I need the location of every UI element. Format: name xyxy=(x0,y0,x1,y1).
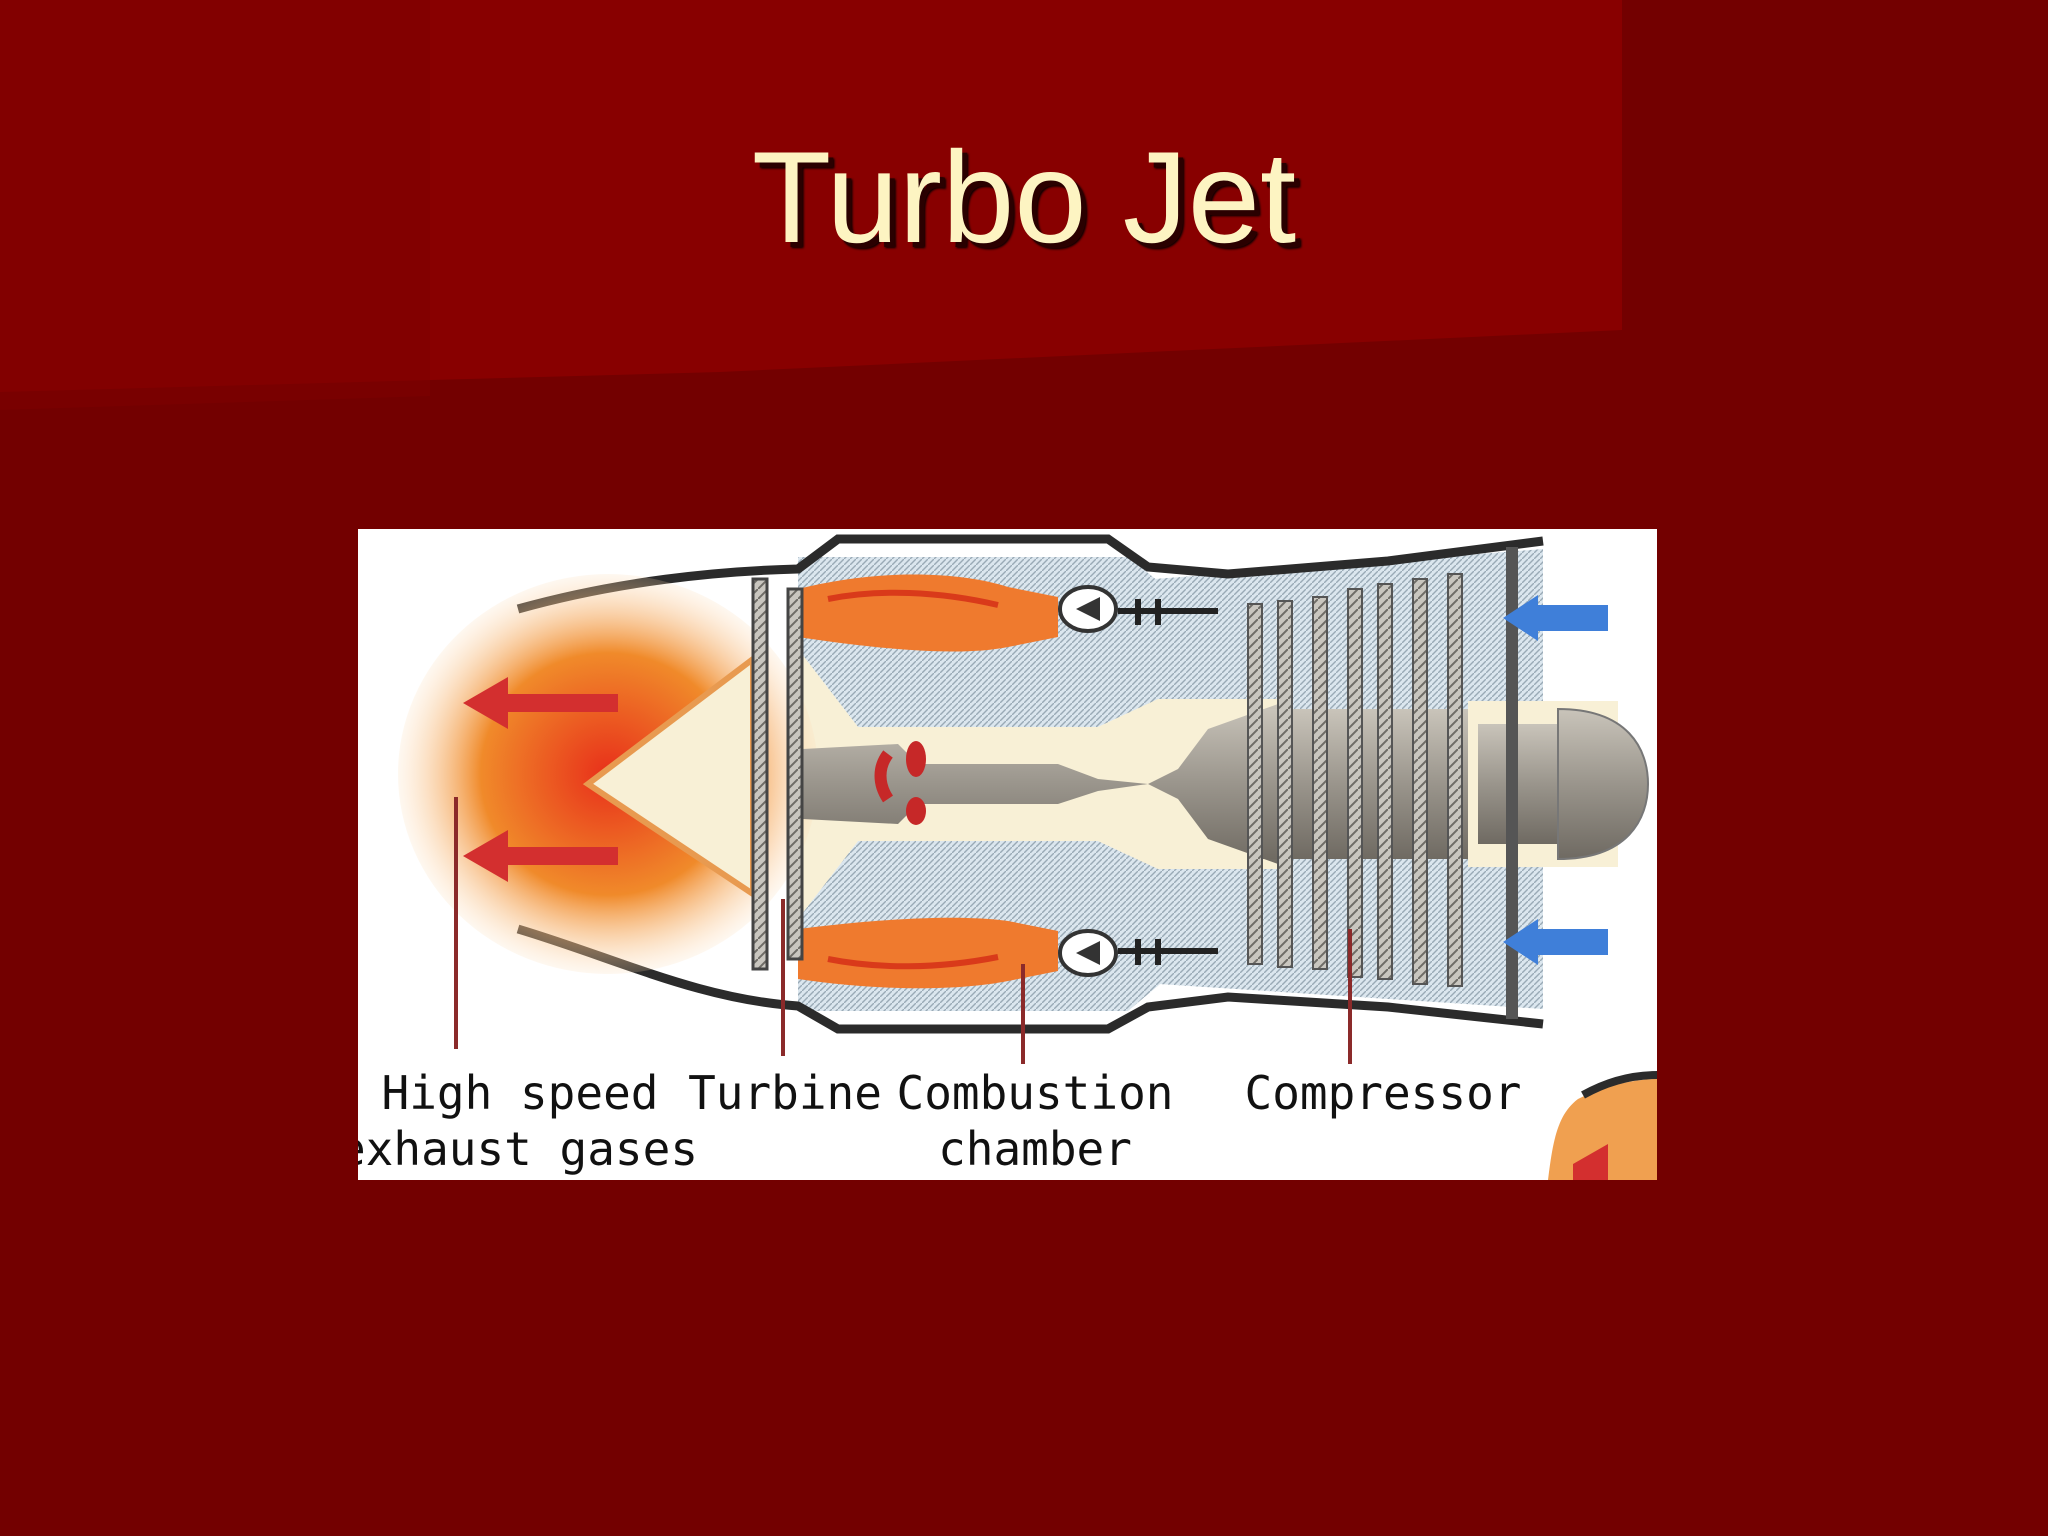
partial-engine-edge xyxy=(1548,1079,1657,1180)
exhaust-arrow-top xyxy=(463,677,618,729)
exhaust-cone xyxy=(588,659,753,894)
compressor-blades xyxy=(1247,573,1463,987)
exhaust-arrow-bottom xyxy=(463,830,618,882)
turbojet-diagram: High speed exhaust gases Turbine Combust… xyxy=(358,529,1657,1180)
compressor-intake-frame xyxy=(1506,547,1518,1019)
label-turbine: Turbine xyxy=(688,1066,882,1120)
label-exhaust-line2: exhaust gases xyxy=(358,1122,698,1176)
label-combustion-line1: Combustion xyxy=(897,1066,1174,1120)
fuel-nozzle-top xyxy=(1058,585,1218,633)
turbine-blades xyxy=(751,577,804,971)
fuel-nozzle-bottom xyxy=(1058,929,1218,977)
turbine-shaft xyxy=(803,704,1278,864)
label-combustion-line2: chamber xyxy=(938,1122,1132,1176)
nose-cone xyxy=(1557,707,1650,861)
intake-arrow-bottom xyxy=(1503,919,1608,965)
combustion-flame-bottom xyxy=(798,917,1058,989)
intake-arrow-top xyxy=(1503,595,1608,641)
label-exhaust-line1: High speed xyxy=(382,1066,659,1120)
slide-title: Turbo Jet xyxy=(751,124,1297,270)
label-compressor: Compressor xyxy=(1245,1066,1522,1120)
